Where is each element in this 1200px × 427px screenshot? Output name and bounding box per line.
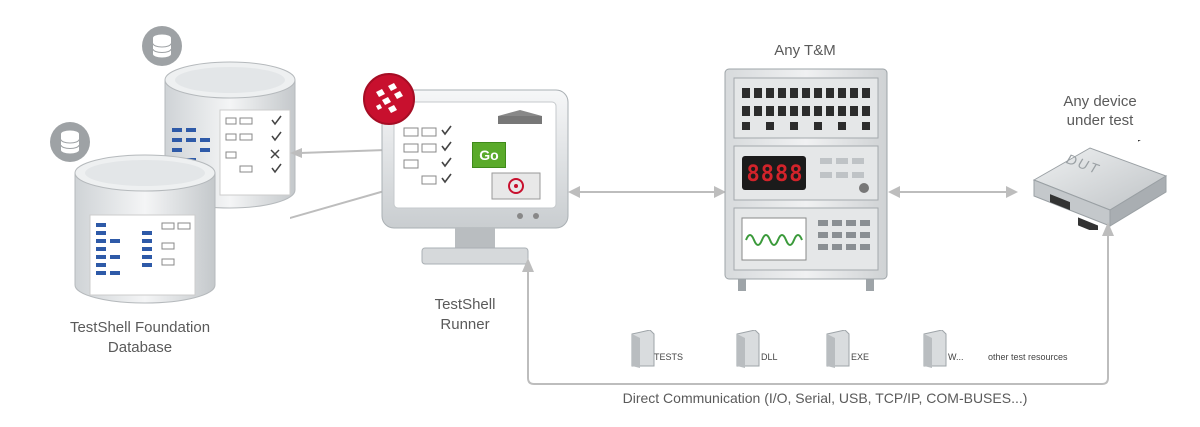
resource-file-exe: EXE [825,330,885,370]
database-back-icon [142,26,182,66]
go-badge: Go [472,142,506,168]
tm-rack [724,68,888,291]
file-icon [923,330,947,368]
direct-comm-label: Direct Communication (I/O, Serial, USB, … [622,390,1028,406]
resource-label-w: W... [948,352,964,362]
database-front [74,154,216,304]
resource-label-tests: TESTS [654,352,684,362]
database-label-line2: Database [107,339,173,356]
dut-label: Any device under test [1040,92,1160,130]
file-icon [736,330,760,368]
dut-label-line2: under test [1066,112,1134,129]
runner-label: TestShell Runner [415,295,515,335]
resource-file-dll: DLL [735,330,795,370]
resource-file-w: W... [922,330,982,370]
resource-file-tests: TESTS [630,330,700,370]
runner-label-line2: Runner [440,316,490,333]
arrow-runner-tm [568,186,726,198]
instrument-display: 8888 [746,162,804,187]
arrow-tm-dut [888,186,1018,198]
database-label-line1: TestShell Foundation [69,319,211,336]
dut-label-line1: Any device [1063,93,1137,110]
file-icon [631,330,655,368]
database-label: TestShell Foundation Database [40,318,240,358]
direct-comm-line [522,222,1114,385]
runner-label-line1: TestShell [434,296,496,313]
database-front-icon [50,122,90,162]
dut-device [1032,140,1168,230]
resource-label-dll: DLL [761,352,778,362]
file-icon [826,330,850,368]
checkered-flag-icon [363,73,415,125]
other-resources-label: other test resources [988,352,1068,362]
resource-label-exe: EXE [851,352,870,362]
tm-label: Any T&M [774,42,836,59]
go-label: Go [479,147,499,163]
